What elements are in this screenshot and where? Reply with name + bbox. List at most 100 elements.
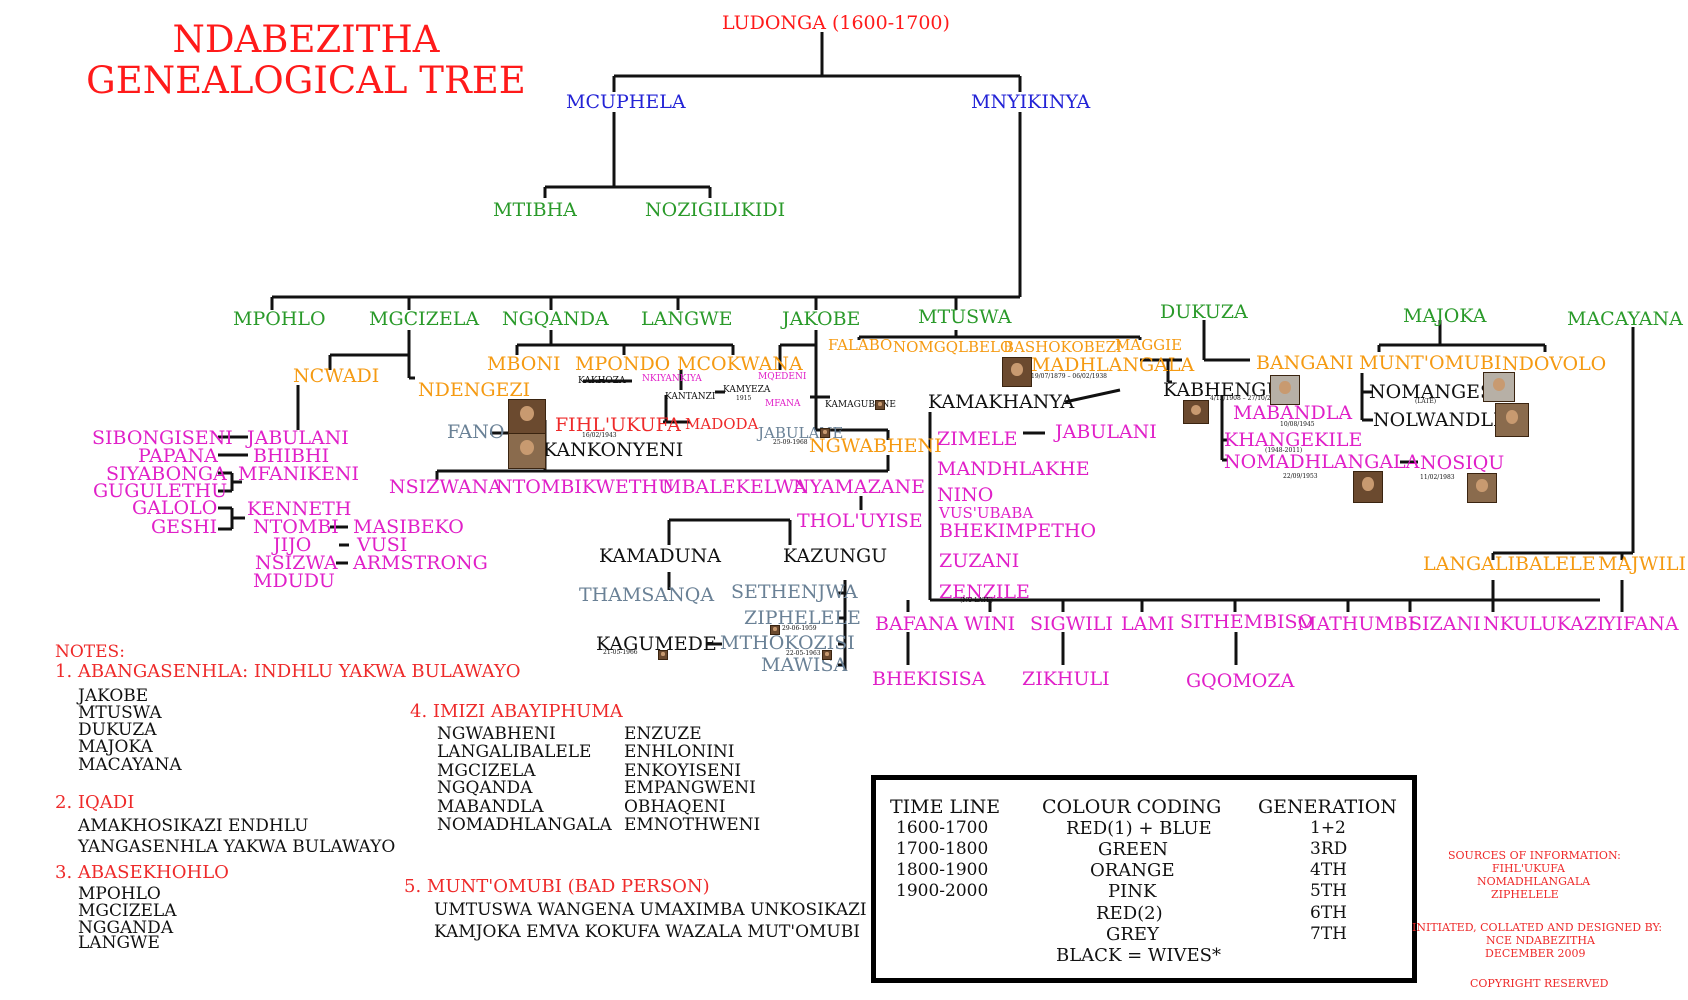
portrait-photo-kabhengu — [1270, 375, 1300, 405]
note-5-item: UMTUSWA WANGENA UMAXIMBA UNKOSIKAZI — [434, 900, 867, 920]
note-3-item: MGCIZELA — [78, 901, 177, 921]
portrait-photo-jabulane — [820, 428, 830, 438]
node-zenzile: ZENZILE — [939, 581, 1030, 603]
node-geshi: GESHI — [151, 516, 218, 538]
node-sithembiso: SITHEMBISO — [1180, 611, 1314, 633]
note-2-title: 2. IQADI — [55, 792, 135, 813]
node-galolo: GALOLO — [132, 497, 218, 519]
node-nino: NINO — [937, 484, 994, 506]
node-jijo: JIJO — [273, 534, 312, 556]
node-sizani: SIZANI — [1409, 613, 1481, 635]
node-tholuyise: THOL'UYISE — [797, 510, 923, 532]
timeline-colour: ORANGE — [1090, 860, 1175, 881]
node-armstrong: ARMSTRONG — [353, 552, 488, 574]
node-bangani: BANGANI — [1256, 352, 1354, 374]
node-bafana: BAFANA — [875, 613, 959, 635]
node-gugulethu: GUGULETHU — [93, 480, 228, 502]
note-3-item: NGGANDA — [78, 918, 174, 938]
timeline-header-generation: GENERATION — [1258, 796, 1397, 818]
timeline-header-timeline: TIME LINE — [890, 796, 1001, 818]
node-lami: LAMI — [1121, 613, 1175, 635]
notes-heading: NOTES: — [55, 642, 125, 662]
note-4-place: LANGALIBALELE — [437, 742, 592, 762]
credit-line: INITIATED, COLLATED AND DESIGNED BY: — [1412, 921, 1663, 934]
timeline-period: 1600-1700 — [896, 818, 989, 838]
timeline-period: 1900-2000 — [896, 881, 989, 901]
note-4-place: NGWABHENI — [437, 724, 556, 744]
node-nsizwana: NSIZWANA — [389, 476, 502, 498]
node-maggie: MAGGIE — [1115, 336, 1183, 354]
node-ziphelele: ZIPHELELE — [744, 607, 861, 629]
node-sibongiseni: SIBONGISENI — [92, 427, 233, 449]
node-mtuswa: MTUSWA — [918, 306, 1012, 328]
portrait-photo-nolwandle — [1495, 403, 1529, 437]
node-mpohlo: MPOHLO — [233, 308, 326, 330]
node-jabulani-1: JABULANI — [247, 427, 349, 449]
date-kamyeza: 1915 — [736, 395, 752, 402]
node-mfana: MFANA — [765, 399, 801, 409]
timeline-generation: 1+2 — [1310, 818, 1346, 838]
note-3-title: 3. ABASEKHOHLO — [55, 862, 229, 883]
portrait-photo-ziphelele — [770, 625, 780, 635]
node-siyabonga: SIYABONGA — [106, 463, 227, 485]
node-ngqanda: NGQANDA — [502, 308, 609, 330]
node-sethenjwa: SETHENJWA — [731, 581, 858, 603]
timeline-colour: GREY — [1106, 924, 1159, 945]
node-nosiqu: NOSIQU — [1420, 452, 1505, 474]
node-mathumbi: MATHUMBI — [1297, 613, 1416, 635]
note-1-item: JAKOBE — [78, 686, 149, 706]
node-mqedeni: MQEDENI — [758, 372, 807, 382]
date-kabhengu: 4/12/1908 – 27/10/2000 — [1210, 395, 1283, 402]
portrait-photo-nomadhlangala — [1353, 471, 1383, 503]
note-4-place: MGCIZELA — [437, 761, 536, 781]
date-kagumede: 21-05-1966 — [603, 649, 638, 656]
node-vusi: VUSI — [357, 534, 408, 556]
sources-line: FIHL'UKUFA — [1492, 862, 1565, 875]
note-1-item: MTUSWA — [78, 703, 162, 723]
node-ngwabheni: NGWABHENI — [809, 435, 942, 457]
node-mcokwana: MCOKWANA — [677, 353, 803, 375]
node-kamaduna: KAMADUNA — [599, 545, 721, 567]
node-nkiyankiya: NKIYANKIYA — [642, 374, 702, 384]
date-ziphelele: 29-06-1959 — [782, 625, 817, 632]
timeline-header-colour: COLOUR CODING — [1042, 796, 1222, 818]
root-ludonga: LUDONGA (1600-1700) — [722, 12, 950, 34]
node-kamyeza: KAMYEZA — [723, 385, 771, 395]
node-fano: FANO — [447, 421, 505, 443]
node-nomgqlbelo: NOMGQLBELO — [893, 338, 1013, 356]
date-nomangesi: (LATE) — [1415, 398, 1437, 405]
timeline-legend-box — [871, 775, 1417, 983]
note-1-item: DUKUZA — [78, 720, 157, 740]
node-langwe: LANGWE — [641, 308, 733, 330]
note-4-title: 4. IMIZI ABAYIPHUMA — [410, 701, 623, 722]
node-muntomubi: MUNT'OMUBI — [1359, 352, 1502, 374]
node-bashokobezi: BASHOKOBEZI — [1003, 338, 1122, 356]
node-ntombikwethu: NTOMBIKWETHU — [496, 476, 674, 498]
node-mtibha: MTIBHA — [493, 199, 577, 221]
portrait-photo-kagumede — [658, 650, 668, 660]
date-mthokozisi: 22-05-1963 — [786, 650, 821, 657]
portrait-photo-kamagubane — [875, 400, 885, 410]
sources-line: NOMADHLANGALA — [1477, 875, 1591, 888]
node-yifana: YIFANA — [1603, 613, 1679, 635]
node-mnyikinya: MNYIKINYA — [971, 91, 1091, 113]
credit-line: DECEMBER 2009 — [1485, 947, 1586, 960]
node-kamagubane: KAMAGUBANE — [825, 400, 896, 410]
node-khangekile: KHANGEKILE — [1224, 429, 1363, 451]
credit-line: NCE NDABEZITHA — [1486, 934, 1595, 947]
note-4-place: OBHAQENI — [624, 797, 726, 817]
sources-line: ZIPHELELE — [1491, 888, 1559, 901]
node-zuzani: ZUZANI — [939, 550, 1020, 572]
node-kamakhanya: KAMAKHANYA — [928, 391, 1075, 413]
timeline-colour: PINK — [1108, 881, 1157, 902]
node-mcuphela: MCUPHELA — [566, 91, 686, 113]
node-kazungu: KAZUNGU — [783, 545, 888, 567]
timeline-generation: 7TH — [1310, 924, 1347, 944]
node-zikhuli: ZIKHULI — [1022, 668, 1110, 690]
node-macayana: MACAYANA — [1567, 308, 1683, 330]
node-langalibalele: LANGALIBALELE — [1423, 553, 1596, 575]
note-4-place: MABANDLA — [437, 797, 544, 817]
node-majoka: MAJOKA — [1403, 305, 1487, 327]
note-1-item: MAJOKA — [78, 737, 153, 757]
